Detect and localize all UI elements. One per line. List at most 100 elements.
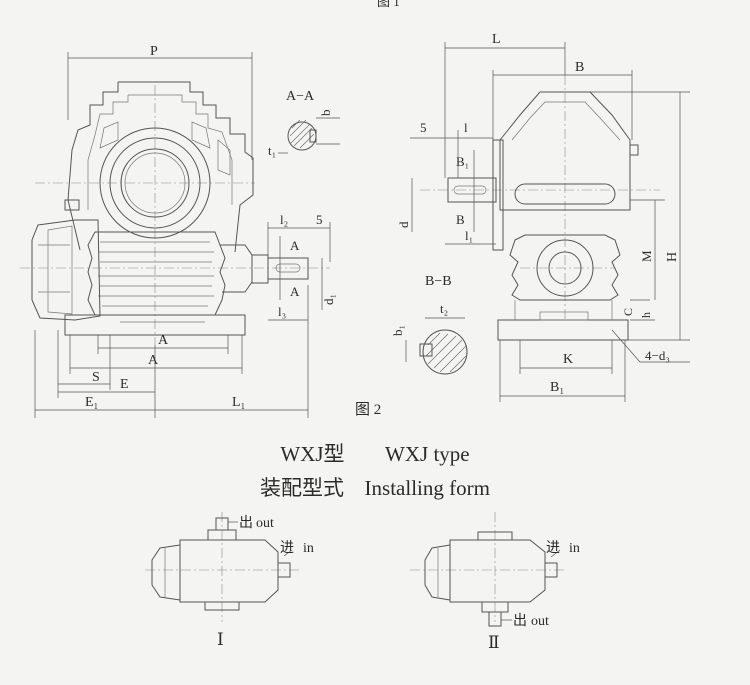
form-II-output-shaft	[488, 611, 502, 627]
lower-body	[87, 231, 226, 316]
form-II-top-flange	[477, 531, 513, 541]
side-flange-left	[492, 139, 504, 251]
form-II-in-cn: 进	[546, 540, 560, 556]
upper-housing-inner	[87, 94, 233, 210]
dim-l1: l₁	[465, 228, 473, 243]
dim-A-inner: A	[158, 333, 169, 348]
form-I-out-en: out	[256, 516, 274, 531]
form-I-out-cn: 出	[239, 515, 253, 531]
install-subtitle: 装配型式 Installing form	[0, 472, 750, 502]
side-vent	[629, 144, 639, 156]
side-section-B1-upper: B₁	[456, 154, 469, 169]
type-title: WXJ型 WXJ type	[0, 438, 750, 468]
dim-side-l: l	[464, 120, 468, 135]
form-II-numeral: Ⅱ	[488, 633, 500, 652]
dim-d1: d₁	[321, 294, 336, 305]
output-shaft	[447, 177, 497, 203]
form-I-in-cn: 进	[280, 540, 294, 556]
rib-window-far-right	[217, 139, 231, 176]
form-I-input-shaft	[277, 562, 291, 578]
dim-H: H	[665, 252, 680, 262]
side-base	[497, 319, 629, 341]
type-title-en: WXJ type	[385, 442, 470, 466]
dim-5: 5	[316, 212, 323, 227]
section-bb-circle	[422, 329, 468, 375]
form-I-body	[179, 539, 279, 603]
section-bb-t2: t₂	[440, 301, 448, 316]
form-I-bottom-flange	[204, 601, 240, 611]
install-form-I: 出 out 进 in Ⅰ	[145, 512, 314, 649]
dim-l2: l₂	[280, 212, 288, 227]
left-cover-inner	[47, 225, 73, 315]
side-view: L B 5 l B₁ B d l₁ M H C h K	[396, 32, 690, 402]
left-end-cover	[31, 219, 101, 321]
install-subtitle-cn: 装配型式	[260, 476, 345, 500]
section-bb-label: B−B	[425, 274, 452, 289]
form-I-in-en: in	[303, 541, 314, 556]
dim-B: B	[575, 60, 584, 75]
dim-h: h	[639, 312, 653, 318]
form-II-out-en: out	[531, 614, 549, 629]
shaft-collar	[251, 254, 269, 284]
section-bb: B−B t₂ b₁	[390, 274, 468, 375]
wheel-bore-circle	[124, 152, 186, 214]
front-dim-extensions	[34, 285, 309, 418]
wheel-flange-circle	[109, 137, 201, 229]
form-II-out-cn: 出	[513, 613, 527, 629]
dim-d: d	[396, 221, 411, 228]
dim-B1-bottom: B₁	[550, 380, 564, 395]
dim-side-5: 5	[420, 120, 427, 135]
side-worm-bore	[548, 251, 582, 285]
dim-K: K	[563, 352, 573, 367]
input-shaft	[267, 257, 309, 280]
section-aa-label: A−A	[286, 89, 315, 104]
form-I-numeral: Ⅰ	[217, 630, 224, 649]
form-I-output-shaft	[215, 517, 229, 531]
shaft-keyway	[275, 263, 301, 273]
side-worm-flange	[536, 239, 594, 297]
section-aa: A−A b t₁	[268, 89, 340, 158]
wheel-hub-circle	[120, 148, 190, 218]
install-form-II: 进 in 出 out Ⅱ	[410, 512, 580, 652]
section-mark-A-bottom: A	[290, 284, 300, 299]
side-section-B-lower: B	[456, 212, 465, 227]
dim-A-outer: A	[148, 353, 159, 368]
form-II-left-cap	[424, 544, 451, 601]
shoulder-bolt	[64, 199, 80, 211]
dim-l3: l₃	[278, 304, 286, 319]
cooling-fins	[98, 241, 214, 307]
rib-window-right	[191, 121, 211, 149]
dim-P: P	[150, 44, 158, 59]
wheel-outer-circle	[99, 127, 211, 239]
side-upper-housing	[499, 91, 631, 211]
dim-L1: L₁	[232, 395, 245, 410]
dim-S: S	[92, 370, 100, 385]
dim-4-d3: 4−d₃	[645, 348, 670, 363]
dim-L: L	[492, 32, 501, 47]
section-aa-t1: t₁	[268, 143, 276, 158]
front-base	[64, 314, 246, 336]
dim-M: M	[639, 250, 654, 262]
rib-window-left	[99, 121, 119, 149]
install-subtitle-en: Installing form	[364, 476, 490, 500]
dim-E: E	[120, 377, 129, 392]
output-shaft-key	[453, 185, 487, 195]
form-II-input-shaft	[544, 562, 558, 578]
section-mark-A-top: A	[290, 238, 300, 253]
section-aa-b: b	[318, 110, 333, 117]
top-fragment-label: 图 1	[377, 0, 400, 9]
form-II-body	[449, 539, 546, 603]
dim-C: C	[621, 308, 635, 316]
form-II-in-en: in	[569, 541, 580, 556]
section-bb-key	[419, 343, 433, 357]
hollow-bore	[514, 183, 616, 205]
type-title-cn: WXJ型	[280, 442, 345, 466]
figure-2-caption: 图 2	[355, 401, 381, 418]
form-I-left-cap	[151, 544, 181, 601]
front-view: P A A S E E₁ L₁ l₂ 5 A A	[20, 44, 336, 418]
dim-E1: E₁	[85, 395, 98, 410]
section-bb-b1: b₁	[390, 325, 405, 336]
upper-housing-outline	[67, 81, 254, 253]
side-worm-body	[509, 234, 621, 301]
